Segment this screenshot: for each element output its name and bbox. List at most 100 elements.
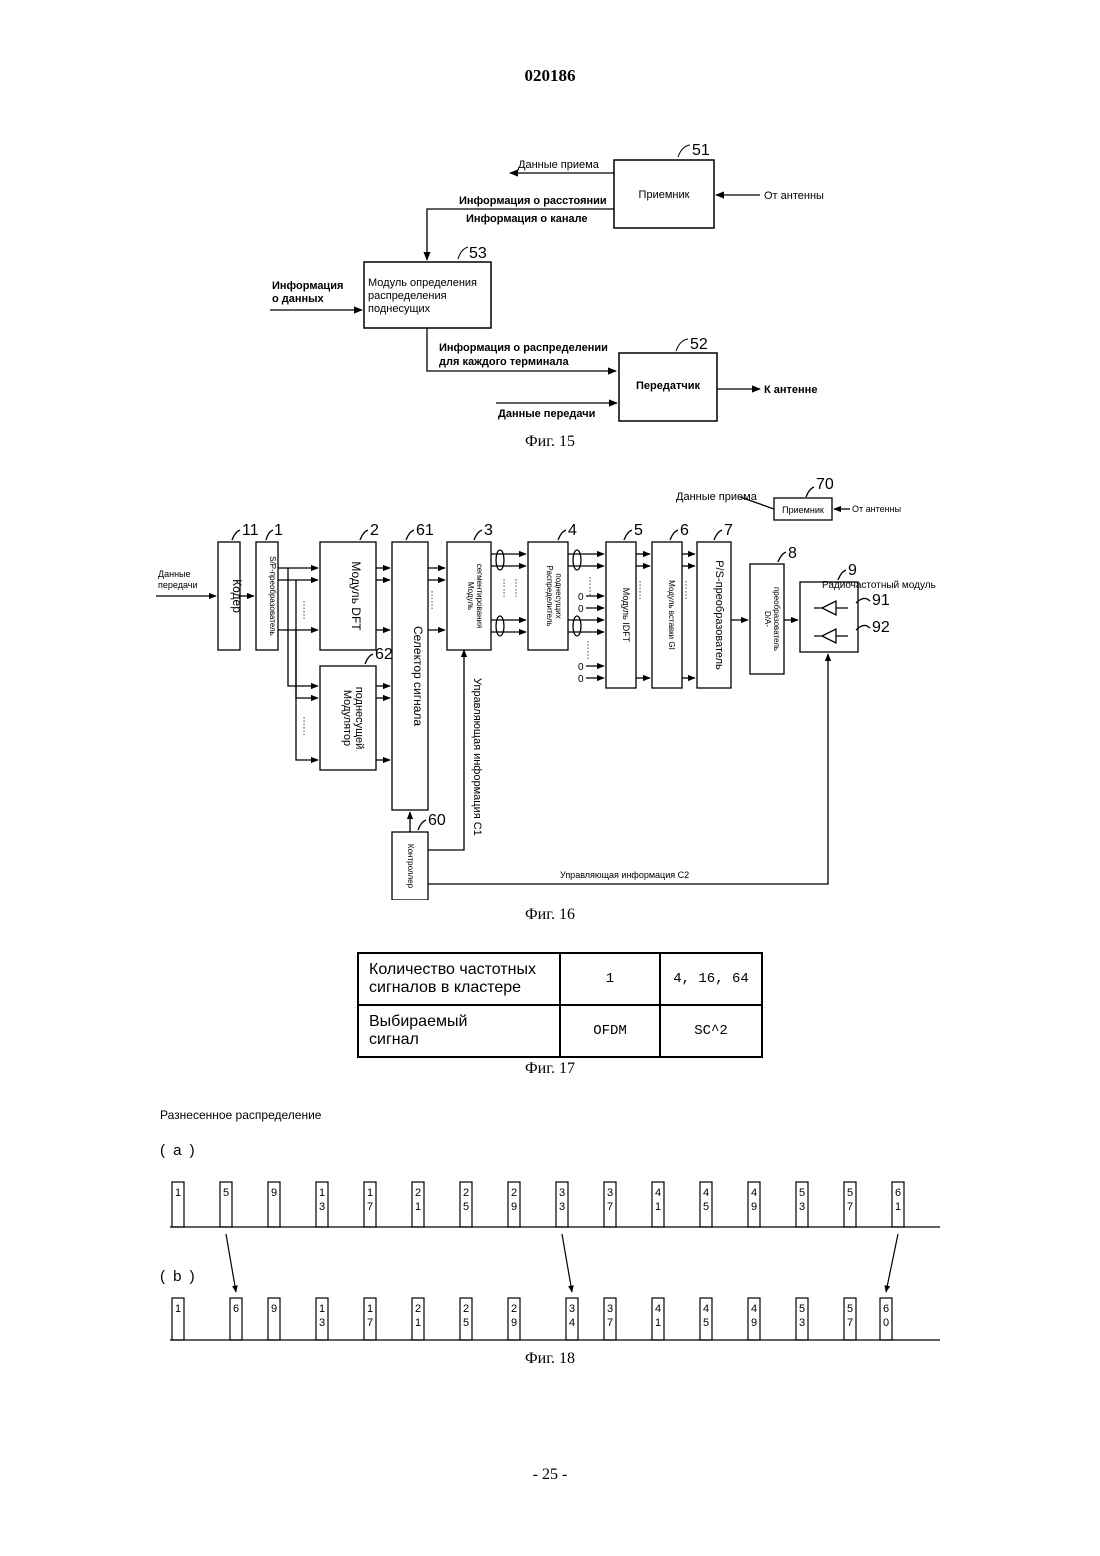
fig18-subcarrier-label: 1	[319, 1187, 325, 1199]
fig18-subcarrier-label: 0	[883, 1317, 889, 1329]
svg-text:……: ……	[501, 578, 512, 598]
fig16-modulator-line1: Модулятор	[341, 690, 353, 746]
fig16-zero-4: 0	[578, 674, 584, 685]
fig15-received-data: Данные приема	[518, 159, 600, 171]
fig18-subcarrier-label: 2	[511, 1187, 517, 1199]
fig16-receiver-label: Приемник	[782, 505, 824, 515]
fig16-gi-box	[652, 542, 682, 688]
fig16-tx-data-line2: передачи	[158, 580, 197, 590]
fig18-subcarrier-label: 3	[799, 1317, 805, 1329]
fig18-subcarrier-label: 5	[223, 1187, 229, 1199]
fig15-diagram: Приемник 51 От антенны Данные приема Инф…	[0, 0, 1100, 460]
fig16-zero-3: 0	[578, 662, 584, 673]
fig18-shift-arrow	[886, 1234, 898, 1292]
fig18-subcarrier-label: 5	[703, 1201, 709, 1213]
fig18-subcarrier-label: 4	[751, 1187, 757, 1199]
fig18-subcarrier-label: 3	[607, 1303, 613, 1315]
fig17-row-signal: Выбираемый сигнал OFDM SC^2	[358, 1005, 762, 1057]
fig16-zero-2: 0	[578, 604, 584, 615]
fig18-subcarrier-label: 9	[271, 1187, 277, 1199]
fig18-subcarrier-label: 3	[799, 1201, 805, 1213]
svg-text:……: ……	[587, 576, 598, 596]
fig18-subcarrier-label: 1	[415, 1201, 421, 1213]
fig18-shift-arrow	[226, 1234, 236, 1292]
fig18-subcarrier-label: 5	[463, 1317, 469, 1329]
fig18-label-a: ( a )	[160, 1142, 197, 1159]
fig18-subcarrier-label: 2	[415, 1187, 421, 1199]
fig16-dft-label: Модуль DFT	[349, 561, 363, 631]
fig18-subcarrier-label: 1	[175, 1303, 181, 1315]
fig18-subcarrier-label: 3	[607, 1187, 613, 1199]
fig15-transmitter-id: 52	[690, 336, 708, 353]
fig16-distributor-line1: Распределитель	[545, 565, 554, 626]
fig16-modulator-line2: поднесущей	[353, 687, 365, 750]
fig16-zero-1: 0	[578, 592, 584, 603]
svg-text:……: ……	[373, 588, 384, 608]
fig17-row2-value1: OFDM	[560, 1005, 660, 1057]
fig16-tx-data-line1: Данные	[158, 569, 191, 579]
fig16-from-antenna: От антенны	[852, 504, 901, 514]
fig17-caption: Фиг. 17	[0, 1060, 1100, 1078]
fig18-caption: Фиг. 18	[0, 1350, 1100, 1368]
fig18-subcarrier-label: 1	[415, 1317, 421, 1329]
fig18-subcarrier-label: 4	[703, 1303, 709, 1315]
fig18-subcarrier-label: 7	[367, 1201, 373, 1213]
fig18-subcarrier-label: 7	[847, 1201, 853, 1213]
svg-text:……: ……	[301, 600, 312, 620]
fig18-subcarrier-label: 7	[847, 1317, 853, 1329]
fig18-subcarrier-label: 9	[751, 1317, 757, 1329]
fig17-row1-header-line1: Количество частотных	[369, 961, 549, 979]
fig16-distributor-id: 4	[568, 522, 577, 539]
fig17-row1-header: Количество частотных сигналов в кластере	[358, 953, 560, 1005]
svg-text:……: ……	[683, 580, 694, 600]
fig15-tx-data: Данные передачи	[498, 408, 595, 420]
fig15-receiver-label: Приемник	[639, 189, 690, 201]
fig18-subcarrier-label: 3	[319, 1317, 325, 1329]
fig16-diagram: …… …… …… …… …… …… …… …… …… …… …… 0 0 0 0…	[0, 470, 1100, 900]
fig16-dft-box	[320, 542, 376, 650]
fig18-subcarrier-label: 7	[607, 1317, 613, 1329]
svg-text:……: ……	[429, 590, 440, 610]
fig15-from-antenna: От антенны	[764, 190, 824, 202]
fig18-subcarrier-label: 1	[655, 1201, 661, 1213]
fig16-antenna2-id: 92	[872, 619, 890, 636]
fig16-idft-label: Модуль IDFT	[621, 588, 631, 643]
fig15-allocator-line3: поднесущих	[368, 303, 431, 315]
fig17-row-cluster: Количество частотных сигналов в кластере…	[358, 953, 762, 1005]
svg-text:……: ……	[373, 710, 384, 730]
fig18-subcarrier-label: 4	[655, 1187, 661, 1199]
fig16-controller-label: Контроллер	[406, 844, 415, 889]
fig16-selector-label: Селектор сигнала	[411, 626, 425, 726]
fig18-subcarrier-label: 1	[655, 1317, 661, 1329]
svg-text:……: ……	[301, 716, 312, 736]
fig15-allocation-info-line2: для каждого терминала	[439, 356, 570, 368]
fig18-subcarrier-label: 1	[319, 1303, 325, 1315]
fig16-da-line1: D/A-	[763, 611, 772, 627]
fig18-subcarrier-label: 3	[559, 1201, 565, 1213]
fig18-subcarrier-label: 1	[367, 1303, 373, 1315]
fig15-allocator-line1: Модуль определения	[368, 277, 477, 289]
svg-text:……: ……	[585, 640, 596, 660]
fig18-subcarrier-label: 7	[367, 1317, 373, 1329]
fig15-transmitter-label: Передатчик	[636, 380, 700, 392]
fig17-row1-header-line2: сигналов в кластере	[369, 979, 549, 997]
fig18-subcarrier-label: 2	[415, 1303, 421, 1315]
fig16-segmenter-line2: сегментирования	[475, 564, 484, 629]
fig16-antenna1-id: 91	[872, 592, 890, 609]
fig18-title: Разнесенное распределение	[160, 1108, 321, 1122]
fig16-coder-label: Кодер	[230, 579, 244, 613]
fig16-selector-id: 61	[416, 522, 434, 539]
fig18-subcarrier-label: 2	[463, 1303, 469, 1315]
fig16-coder-id: 11	[242, 522, 259, 539]
fig18-subcarrier-label: 5	[799, 1303, 805, 1315]
fig18-subcarrier-label: 4	[751, 1303, 757, 1315]
fig17-row1-value2: 4, 16, 64	[660, 953, 762, 1005]
fig16-rf-label: Радиочастотный модуль	[822, 580, 936, 591]
fig17-row2-header: Выбираемый сигнал	[358, 1005, 560, 1057]
fig18-subcarrier-label: 5	[847, 1187, 853, 1199]
fig16-rf-id: 9	[848, 562, 857, 579]
fig16-controller-id: 60	[428, 812, 446, 829]
page-number: - 25 -	[0, 1466, 1100, 1484]
fig18-subcarrier-label: 5	[703, 1317, 709, 1329]
fig16-caption: Фиг. 16	[0, 906, 1100, 924]
